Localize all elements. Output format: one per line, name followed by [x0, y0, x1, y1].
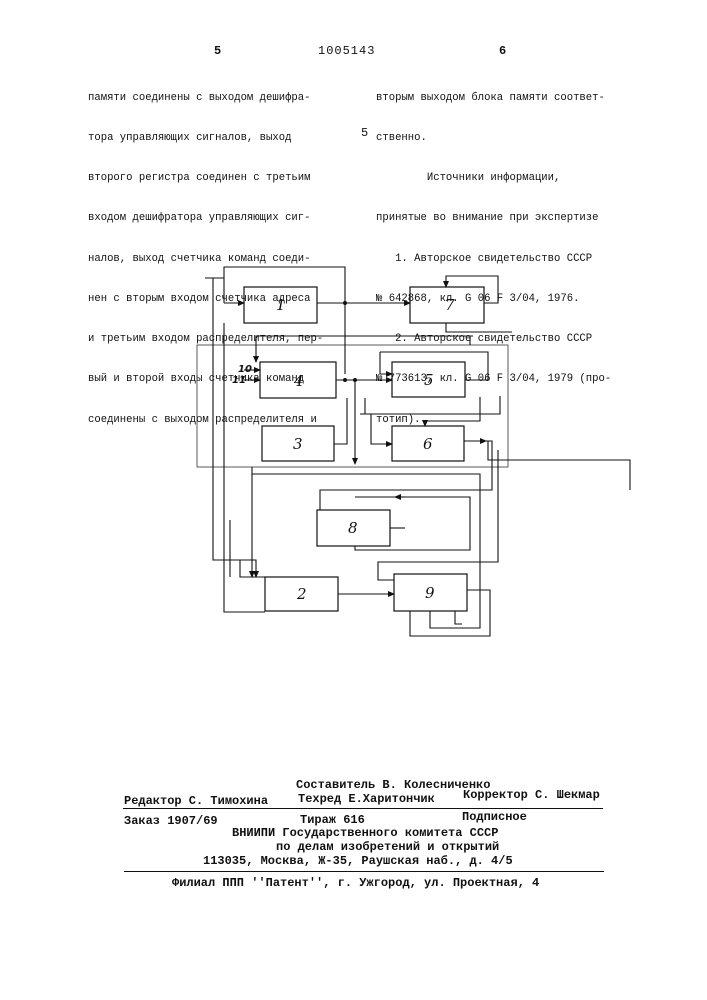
compiler-line: Составитель В. Колесниченко — [296, 778, 490, 792]
address-line: 113035, Москва, Ж-35, Раушская наб., д. … — [203, 854, 513, 868]
block-9-label: 9 — [425, 584, 435, 602]
block-4: 4 — [260, 362, 336, 398]
block-5: 5 — [392, 362, 465, 397]
block-5-label: 5 — [424, 371, 434, 389]
subscription-line: Подписное — [462, 810, 527, 824]
block-8-label: 8 — [348, 519, 358, 537]
block-3-label: 3 — [293, 435, 303, 453]
block-4-label: 4 — [293, 372, 304, 390]
editor-line: Редактор С. Тимохина — [124, 794, 268, 808]
block-6-label: 6 — [423, 435, 433, 453]
connection-wires — [205, 267, 630, 636]
organization-line-1: ВНИИПИ Государственного комитета СССР — [232, 826, 498, 840]
block-6: 6 — [392, 426, 464, 461]
block-7-label: 7 — [445, 296, 455, 314]
block-2: 2 — [265, 577, 338, 611]
input-11-label: 11 — [232, 375, 246, 386]
block-1-label: 1 — [276, 296, 286, 314]
circulation-line: Тираж 616 — [300, 813, 365, 827]
imprint-rule-bottom — [124, 871, 604, 872]
block-2-label: 2 — [296, 585, 307, 603]
organization-line-2: по делам изобретений и открытий — [276, 840, 499, 854]
imprint-rule-top — [123, 808, 603, 809]
block-9: 9 — [394, 574, 467, 611]
block-7: 7 — [410, 287, 484, 323]
techred-line: Техред Е.Харитончик — [298, 792, 435, 806]
branch-line: Филиал ППП ''Патент'', г. Ужгород, ул. П… — [172, 876, 539, 890]
block-8: 8 — [317, 510, 390, 546]
block-1: 1 — [244, 287, 317, 323]
block-3: 3 — [262, 426, 334, 461]
order-line: Заказ 1907/69 — [124, 814, 218, 828]
corrector-line: Корректор С. Шекмар — [463, 788, 600, 802]
